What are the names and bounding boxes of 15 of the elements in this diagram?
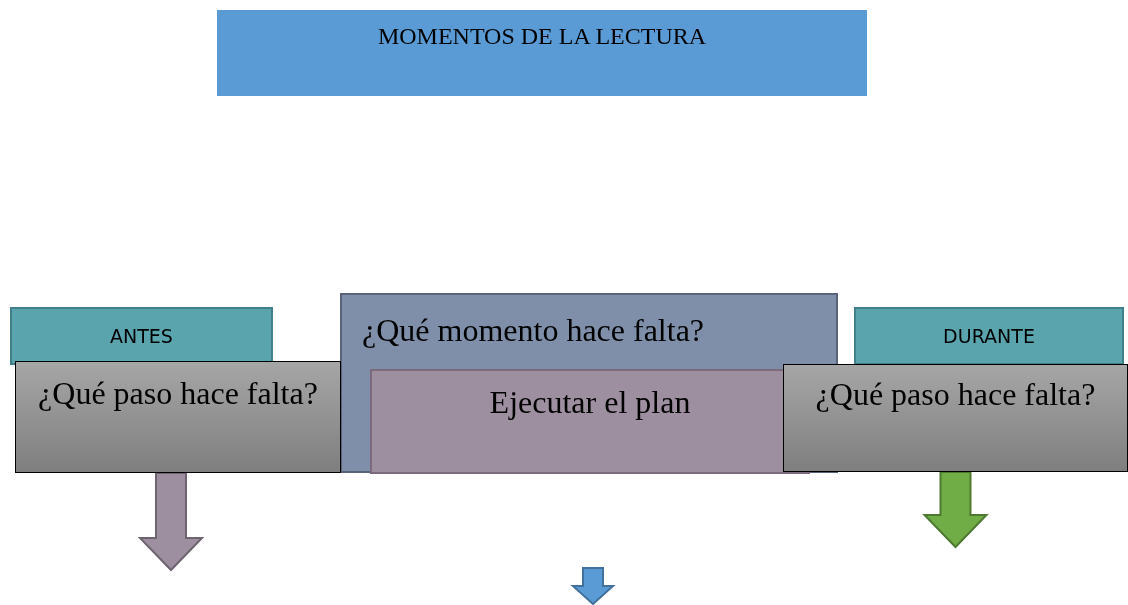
stage-box [10, 307, 273, 365]
node-text: MOMENTOS DE LA LECTURA [376, 22, 708, 51]
node-text: ¿Qué paso hace falta? [37, 374, 319, 413]
node-text: ANTES [109, 325, 174, 348]
question-box [15, 361, 341, 473]
block-arrow [922, 471, 989, 549]
node-text: ¿Qué paso hace falta? [814, 375, 1097, 414]
node-text: DURANTE [942, 325, 1036, 348]
node-text: ¿Qué momento hace falta? [362, 311, 706, 350]
question-box [783, 364, 1128, 472]
block-arrow [137, 472, 205, 572]
title-box [217, 10, 867, 96]
node-text: Ejecutar el plan [488, 383, 692, 422]
step-box [370, 369, 810, 474]
stage-box [854, 307, 1124, 365]
